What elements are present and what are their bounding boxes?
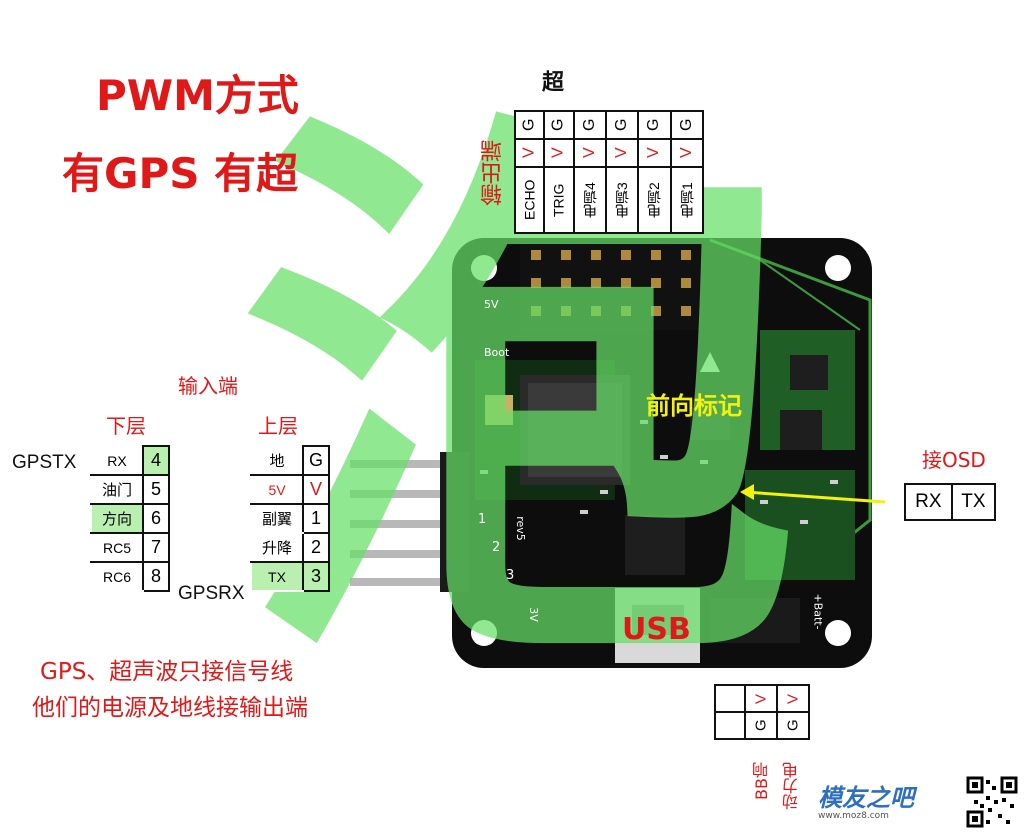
silk-batt: +Batt- (811, 593, 825, 630)
osd-label: 接OSD (922, 448, 986, 472)
upper-name-5v: 5V (250, 474, 304, 505)
output-name-trig: TRIG (544, 167, 574, 233)
output-g-1: G (515, 111, 545, 139)
gpstx-label: GPSTX (12, 452, 77, 473)
lower-layer-label: 下层 (106, 414, 146, 438)
lower-pin-6: 6 (142, 503, 170, 534)
output-label: 输出端 (481, 140, 506, 206)
silk-rev: rev5 (513, 516, 527, 541)
buzzer-label: BB响 (752, 762, 771, 800)
upper-layer-table: 地 G 5V V 副翼 1 升降 2 TX 3 (250, 445, 330, 592)
output-top-label: 超 (538, 70, 563, 92)
output-v-1: V (515, 139, 545, 167)
output-g-4: G (606, 111, 639, 139)
output-name-esc2: 电调2 (638, 167, 671, 233)
output-v-6: V (670, 139, 703, 167)
site-logo: 模友之吧 www.moz8.com (818, 778, 938, 830)
output-g-3: G (573, 111, 607, 139)
output-v-3: V (573, 139, 607, 167)
output-g-6: G (670, 111, 703, 139)
qr-code-icon (966, 776, 1018, 828)
lower-pin-8: 8 (142, 561, 170, 592)
page-title: PWM方式 (96, 71, 299, 120)
osd-tx: TX (950, 483, 997, 521)
note-line-1: GPS、超声波只接信号线 (40, 659, 294, 685)
usb-label: USB (622, 612, 691, 647)
lower-name-rudder: 方向 (90, 503, 144, 534)
lower-layer-table: RX 4 油门 5 方向 6 RC5 7 RC6 8 (90, 445, 170, 592)
input-label: 输入端 (178, 374, 238, 398)
output-name-esc4: 电调4 (573, 167, 607, 233)
silk-5v: 5V (484, 298, 499, 311)
output-v-4: V (606, 139, 639, 167)
site-logo-url: www.moz8.com (818, 811, 889, 821)
note-line-2: 他们的电源及地线接输出端 (32, 695, 308, 721)
power-g-2: G (777, 712, 809, 739)
power-v-1: V (745, 685, 777, 712)
lower-name-throttle: 油门 (90, 474, 144, 505)
upper-pin-1: 1 (302, 503, 330, 534)
silk-3v: 3V (526, 607, 540, 622)
lower-pin-7: 7 (142, 532, 170, 563)
upper-name-elevator: 升降 (250, 532, 304, 563)
lower-name-rx: RX (90, 445, 144, 476)
output-v-2: V (544, 139, 574, 167)
power-blank-1 (714, 684, 746, 713)
output-name-esc3: 电调3 (606, 167, 639, 233)
power-label: 动力电 (782, 762, 801, 810)
gpsrx-label: GPSRX (178, 583, 245, 604)
upper-layer-label: 上层 (258, 414, 298, 438)
silk-pin-2: 2 (492, 540, 501, 555)
lower-pin-5: 5 (142, 474, 170, 505)
upper-name-aileron: 副翼 (250, 503, 304, 534)
output-g-5: G (638, 111, 671, 139)
site-logo-text: 模友之吧 (818, 784, 914, 812)
upper-pin-3: 3 (302, 561, 330, 592)
output-v-5: V (638, 139, 671, 167)
front-mark-label: 前向标记 (646, 392, 742, 420)
osd-table: RX TX (904, 483, 997, 521)
upper-name-ground: 地 (250, 445, 304, 476)
output-g-2: G (544, 111, 574, 139)
lower-pin-4: 4 (142, 445, 170, 476)
power-table: V V G G (714, 684, 810, 740)
power-blank-2 (714, 711, 746, 740)
upper-pin-g: G (302, 445, 330, 476)
lower-name-rc6: RC6 (90, 561, 144, 592)
silk-pin-1: 1 (478, 512, 487, 527)
output-pin-table: G G G G G G V V V V V V ECHO TRIG 电调4 电调… (514, 110, 704, 234)
upper-pin-2: 2 (302, 532, 330, 563)
osd-rx: RX (904, 483, 953, 521)
power-g-1: G (745, 712, 777, 739)
upper-name-tx: TX (250, 561, 304, 592)
page-subtitle: 有GPS 有超 (62, 149, 299, 198)
power-v-2: V (777, 685, 809, 712)
output-name-esc1: 电调1 (670, 167, 703, 233)
output-name-echo: ECHO (515, 167, 545, 233)
lower-name-rc5: RC5 (90, 532, 144, 563)
silk-pin-3: 3 (506, 568, 515, 583)
silk-boot: Boot (484, 346, 510, 359)
upper-pin-v: V (302, 474, 330, 505)
